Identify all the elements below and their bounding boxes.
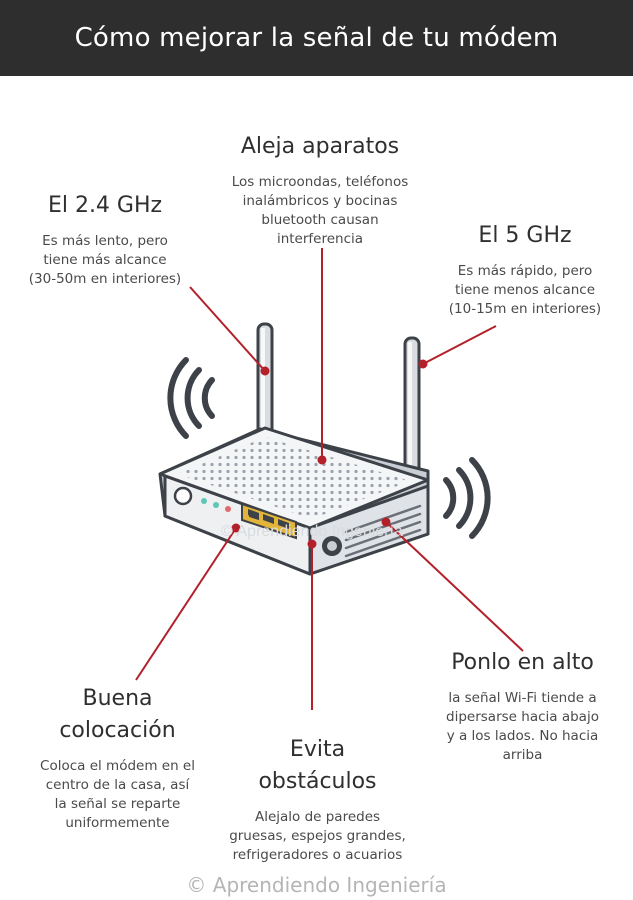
power-button-icon [173, 486, 193, 506]
router-icon [158, 426, 430, 576]
callout-ponlo-en-alto: Ponlo en alto la señal Wi-Fi tiende a di… [420, 647, 625, 765]
callout-description: Es más rápido, pero tiene menos alcance … [448, 263, 602, 317]
callout-24ghz: El 2.4 GHz Es más lento, pero tiene más … [10, 190, 200, 289]
callout-title: Buena colocación [59, 686, 176, 743]
page-title: Cómo mejorar la señal de tu módem [74, 23, 559, 53]
header-bar: Cómo mejorar la señal de tu módem [0, 0, 633, 76]
callout-aleja-aparatos: Aleja aparatos Los microondas, teléfonos… [195, 131, 445, 249]
callout-description: Alejalo de paredes gruesas, espejos gran… [229, 809, 406, 863]
antenna-icon [403, 336, 421, 480]
callout-description: la señal Wi-Fi tiende a dipersarse hacia… [446, 690, 599, 763]
router-illustration: © Aprendiendo Ingeniería [135, 248, 524, 710]
callout-title: El 5 GHz [478, 223, 572, 248]
callout-title: El 2.4 GHz [47, 193, 163, 218]
footer-credit: © Aprendiendo Ingeniería [186, 873, 447, 897]
wifi-waves-right-icon [443, 457, 491, 539]
watermark-text: © Aprendiendo Ingeniería [221, 523, 403, 540]
callout-description: Coloca el módem en el centro de la casa,… [40, 758, 195, 831]
callout-5ghz: El 5 GHz Es más rápido, pero tiene menos… [430, 220, 620, 319]
callout-title: Evita obstáculos [258, 737, 377, 794]
callout-title: Ponlo en alto [451, 650, 594, 675]
callout-buena-colocacion: Buena colocación Coloca el módem en el c… [20, 683, 215, 833]
router-diagram: © Aprendiendo Ingeniería Aleja aparatos … [0, 76, 633, 900]
wifi-waves-left-icon [167, 357, 215, 439]
callout-description: Es más lento, pero tiene más alcance (30… [28, 233, 182, 287]
callout-description: Los microondas, teléfonos inalámbricos y… [231, 174, 409, 247]
callout-title: Aleja aparatos [240, 134, 400, 159]
callout-evita-obstaculos: Evita obstáculos Alejalo de paredes grue… [210, 734, 425, 865]
